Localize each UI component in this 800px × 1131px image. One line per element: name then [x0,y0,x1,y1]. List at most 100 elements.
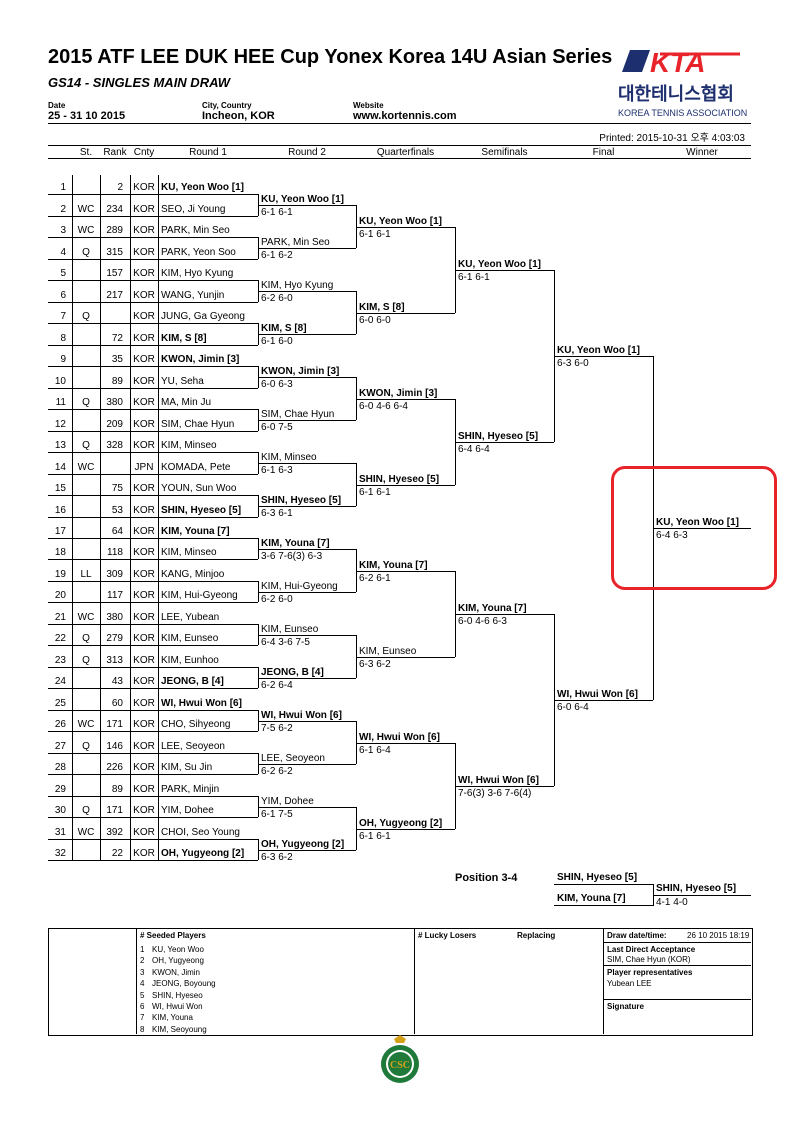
entry-line [48,731,258,732]
draw-position: 29 [54,784,66,795]
last-direct-acceptance-value: SIM, Chae Hyun (KOR) [607,955,691,964]
semifinals-winner-name: WI, Hwui Won [6] [458,775,539,786]
entry-line [48,710,258,711]
pos34-player-1: SHIN, Hyeseo [5] [557,872,638,883]
result-line [356,313,455,314]
round2-score: 6-4 3-6 7-5 [261,637,310,648]
svg-text:CSC: CSC [390,1060,410,1071]
entry-player-name: KOMADA, Pete [161,462,231,473]
entry-line [48,474,258,475]
entry-line [48,667,258,668]
entry-player-name: KWON, Jimin [3] [161,354,240,365]
round2-score: 6-2 6-2 [261,766,293,777]
round2-score: 6-2 6-0 [261,594,293,605]
page-title: 2015 ATF LEE DUK HEE Cup Yonex Korea 14U… [48,46,613,68]
result-line [258,549,356,550]
round2-score: 6-3 6-1 [261,508,293,519]
result-line [455,442,554,443]
result-line [258,721,356,722]
bracket-connector [356,721,357,764]
entry-player-name: KIM, Hyo Kyung [161,268,234,279]
draw-position: 7 [60,311,66,322]
draw-position: 32 [54,848,66,859]
entry-line [48,302,258,303]
result-line [455,270,554,271]
seed-number: 2 [140,956,145,966]
entry-rank: 89 [111,784,123,795]
entry-country: KOR [133,483,155,494]
pos34-score: 4-1 4-0 [656,897,688,908]
seed-number: 6 [140,1002,145,1011]
draw-position: 16 [54,505,66,516]
entry-country: KOR [133,333,155,344]
round2-winner-name: KIM, Hyo Kyung [261,280,334,291]
draw-position: 22 [54,633,66,644]
col-sep-cnty [130,175,131,860]
entry-player-name: LEE, Yubean [161,612,220,623]
entry-country: KOR [133,633,155,644]
result-line [455,786,554,787]
quarterfinals-winner-name: SHIN, Hyeseo [5] [359,474,440,485]
quarterfinals-score: 6-1 6-1 [359,831,391,842]
bracket-connector [258,538,259,559]
seed-player-name: KWON, Jimin [152,967,200,977]
semifinals-score: 6-1 6-1 [458,272,490,283]
result-line [356,829,455,830]
entry-player-name: KU, Yeon Woo [1] [161,182,244,193]
entry-status: Q [82,247,90,258]
entry-line [48,194,258,195]
entry-country: KOR [133,225,155,236]
footer-rule-1 [603,942,751,943]
entry-country: KOR [133,547,155,558]
bracket-connector [258,710,259,731]
entry-player-name: KANG, Minjoo [161,569,225,580]
entry-rank: 146 [106,741,123,752]
entry-player-name: PARK, Min Seo [161,225,230,236]
col-round2: Round 2 [288,147,326,158]
entry-line [48,409,258,410]
quarterfinals-score: 6-1 6-1 [359,229,391,240]
entry-line [48,839,258,840]
last-direct-acceptance-label: Last Direct Acceptance [607,945,696,954]
semifinals-score: 7-6(3) 3-6 7-6(4) [458,788,532,799]
winner-name: KU, Yeon Woo [1] [656,517,739,528]
semifinals-score: 6-4 6-4 [458,444,490,455]
final-winner-name: WI, Hwui Won [6] [557,689,638,700]
result-line [258,592,356,593]
entry-player-name: JEONG, B [4] [161,676,224,687]
entry-line [48,774,258,775]
entry-player-name: CHO, Sihyeong [161,719,231,730]
entry-country: KOR [133,376,155,387]
pos34-line-1 [554,884,654,885]
round2-score: 6-1 7-5 [261,809,293,820]
draw-position: 5 [60,268,66,279]
round2-winner-name: WI, Hwui Won [6] [261,710,342,721]
entry-country: KOR [133,569,155,580]
entry-line [48,753,258,754]
entry-line [48,237,258,238]
quarterfinals-winner-name: KWON, Jimin [3] [359,388,438,399]
entry-rank: 171 [106,805,123,816]
entry-line [48,645,258,646]
bracket-connector [258,581,259,602]
entry-rank: 289 [106,225,123,236]
tournament-emblem: CSC [378,1035,422,1085]
entry-rank: 53 [111,505,123,516]
draw-position: 12 [54,419,66,430]
draw-position: 4 [60,247,66,258]
entry-player-name: KIM, S [8] [161,333,207,344]
bracket-connector [356,377,357,420]
entry-player-name: YOUN, Sun Woo [161,483,237,494]
entry-country: KOR [133,290,155,301]
seed-number: 1 [140,945,145,954]
result-line [258,678,356,679]
draw-position: 8 [60,333,66,344]
entry-rank: 72 [111,333,123,344]
entry-player-name: SIM, Chae Hyun [161,419,235,430]
entry-player-name: KIM, Su Jin [161,762,213,773]
bracket-connector [356,205,357,248]
entry-status: WC [77,612,95,623]
entry-player-name: SEO, Ji Young [161,204,226,215]
result-line [258,248,356,249]
final-score: 6-3 6-0 [557,358,589,369]
